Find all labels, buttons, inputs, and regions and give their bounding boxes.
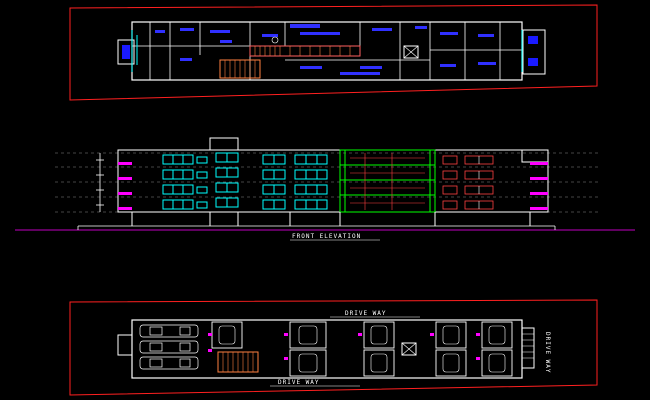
parking-stair-treads (222, 352, 254, 372)
balcony-block (339, 149, 436, 213)
car-tops (218, 325, 506, 373)
furniture-marks (155, 24, 496, 75)
slab-bands (118, 162, 548, 210)
lift-box (403, 45, 419, 59)
right-step-lines (522, 333, 534, 359)
cars-left (139, 324, 199, 370)
balcony-railings (350, 153, 425, 210)
parking-plan: DRIVE WAY DRIVE WAY DRIVE WAY (69, 299, 598, 396)
parking-lift (401, 342, 417, 356)
floor-plan (69, 4, 598, 101)
stair-headroom (209, 137, 239, 150)
right-steps (521, 327, 535, 369)
left-ramp (117, 334, 133, 356)
drive-way-top-label: DRIVE WAY (345, 310, 387, 317)
front-elevation: FRONT ELEVATION (15, 137, 635, 241)
lift-cross-2 (403, 45, 419, 59)
parking-lift-cross-2 (401, 342, 417, 356)
plan-windows (131, 30, 523, 72)
interior-walls (132, 22, 522, 80)
column-markers (208, 333, 480, 360)
right-end-block (522, 29, 546, 75)
building-outline (117, 149, 549, 213)
left-end-block (117, 39, 135, 65)
parking-bays (211, 321, 513, 377)
elevation-title: FRONT ELEVATION (292, 233, 361, 240)
elevation-windows-left (162, 152, 328, 210)
floor-plan-frame (69, 4, 598, 101)
right-end-core-1 (528, 36, 538, 44)
parking-plan-frame (69, 299, 598, 396)
level-markers (96, 159, 104, 206)
corridor-strip (249, 45, 361, 57)
stair-treads (224, 60, 256, 78)
left-end-core (122, 45, 130, 59)
corridor-hatch (254, 46, 351, 56)
drive-way-bottom-label: DRIVE WAY (278, 379, 320, 386)
ground-columns (131, 212, 531, 226)
plan-column-dot (271, 36, 279, 44)
right-end-core-2 (528, 58, 538, 66)
parapet (521, 149, 549, 163)
drive-way-side-label: DRIVE WAY (544, 332, 551, 374)
elevation-windows-right (442, 155, 494, 210)
